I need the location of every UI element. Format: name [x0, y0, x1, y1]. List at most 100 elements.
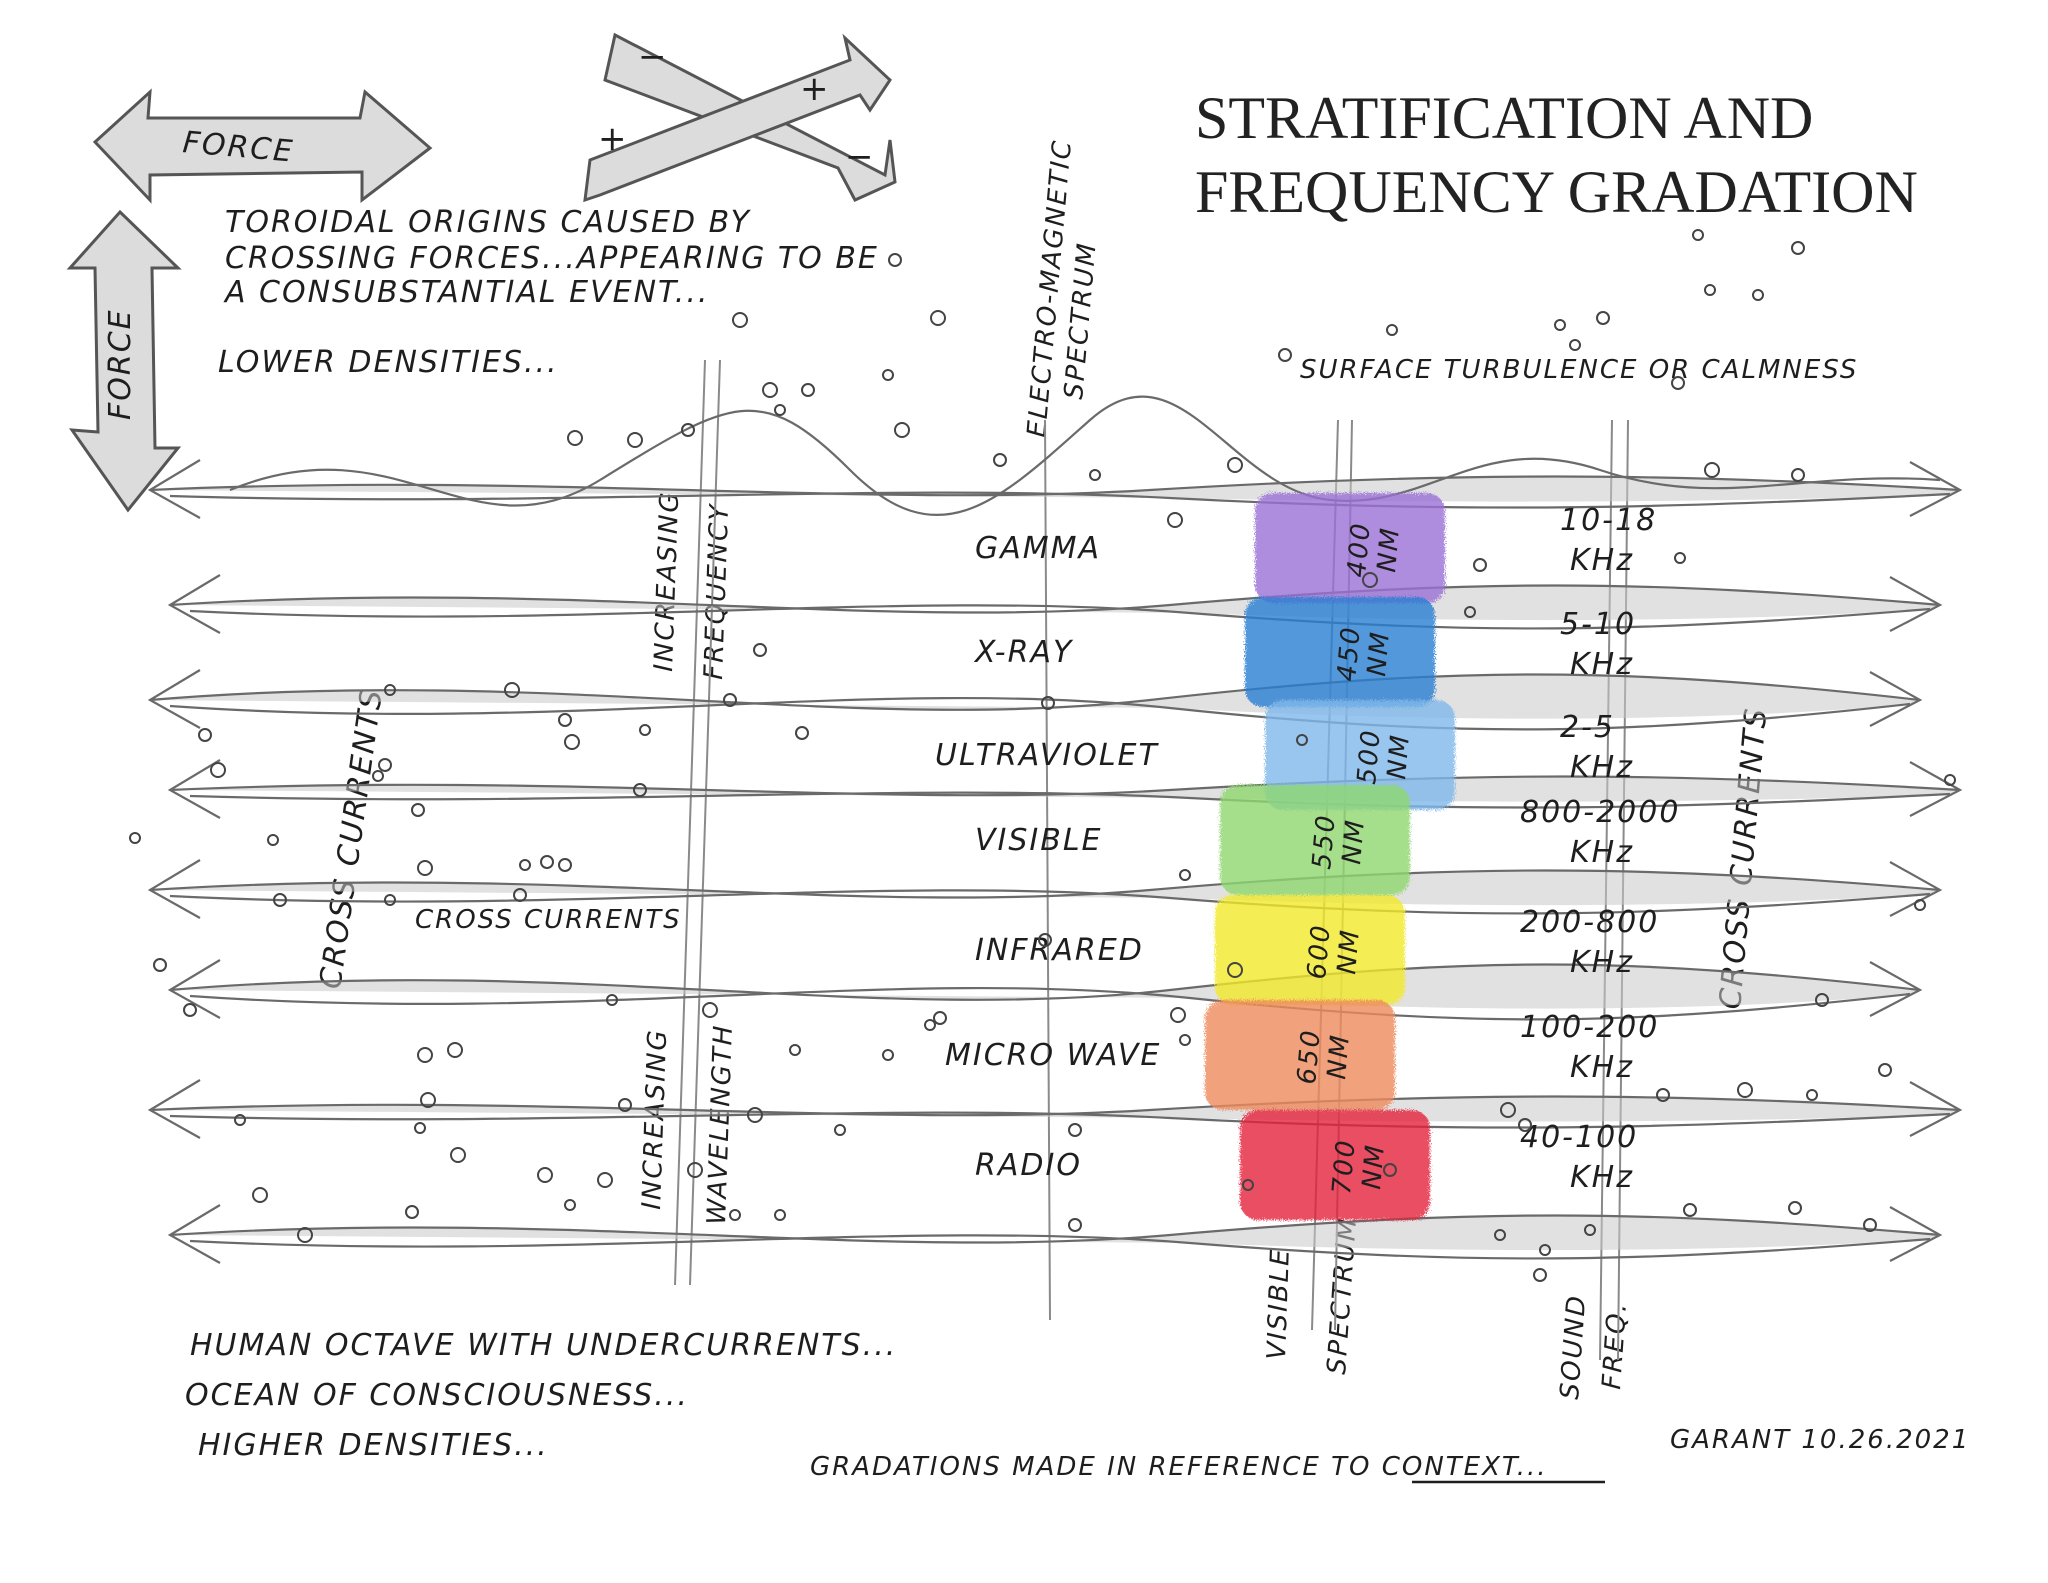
bubble: [1569, 339, 1581, 351]
polarity-minus-1: −: [638, 37, 669, 77]
bottom-note: HUMAN OCTAVE WITH UNDERCURRENTS... OCEAN…: [185, 1328, 895, 1463]
bubble: [564, 1199, 576, 1211]
title-line-2: FREQUENCY GRADATION: [1195, 159, 1918, 225]
bubble: [774, 404, 786, 416]
surface-wave: [229, 395, 1941, 516]
bubble: [1656, 1088, 1670, 1102]
signature: GARANT 10.26.2021: [1670, 1425, 1970, 1455]
bubble: [894, 422, 910, 438]
title-line-1: STRATIFICATION AND: [1195, 85, 1813, 151]
bubble: [198, 728, 212, 742]
bubble: [1791, 468, 1805, 482]
force-horizontal-arrow: FORCE: [92, 88, 433, 204]
layer-nm-unit: NM: [1362, 629, 1396, 677]
bubble: [1752, 289, 1764, 301]
band-arrowhead-right: [1889, 576, 1943, 632]
bubble: [567, 430, 583, 446]
bubble: [801, 383, 815, 397]
bubble: [1584, 1224, 1596, 1236]
bubble: [627, 432, 643, 448]
bubble: [1068, 1218, 1082, 1232]
layer-khz-range: 40-100: [1520, 1120, 1638, 1155]
bubble: [753, 643, 767, 657]
increasing-wavelength-line-1: INCREASING: [637, 1028, 673, 1210]
bubble: [1296, 734, 1308, 746]
bubble: [702, 1002, 718, 1018]
bubble: [795, 726, 809, 740]
bubble: [1383, 1163, 1397, 1177]
bubble: [1038, 933, 1052, 947]
bubble: [1068, 1123, 1082, 1137]
bubble: [1914, 899, 1926, 911]
layer-nm-unit: NM: [1332, 927, 1366, 975]
bubble: [882, 369, 894, 381]
bubble: [888, 253, 902, 267]
bubble: [606, 994, 618, 1006]
bubble: [183, 1003, 197, 1017]
layer-khz-unit: KHz: [1570, 647, 1634, 682]
band-line: [189, 1234, 1931, 1260]
swatch-x-ray: [1245, 597, 1435, 707]
band-arrowhead-right: [1909, 761, 1963, 817]
surface-turbulence-note: SURFACE TURBULENCE OR CALMNESS: [1300, 355, 1858, 385]
swatch-infrared: [1215, 895, 1405, 1005]
bubble: [618, 1098, 632, 1112]
toroidal-line-2: CROSSING FORCES...APPEARING TO BE: [225, 241, 879, 276]
bubble: [1815, 993, 1829, 1007]
band-arrowhead-left: [167, 1204, 221, 1264]
guide-line: [689, 359, 721, 1286]
band-shading: [170, 776, 1960, 802]
bubble: [834, 1124, 846, 1136]
layer-name: VISIBLE: [975, 823, 1103, 858]
band-line: [189, 791, 1951, 809]
toroidal-note: TOROIDAL ORIGINS CAUSED BY CROSSING FORC…: [223, 205, 879, 310]
bubble: [762, 382, 778, 398]
bubble: [1674, 552, 1686, 564]
band-line: [169, 1111, 1951, 1129]
toroidal-line-3: A CONSUBSTANTIAL EVENT...: [223, 275, 709, 310]
bubble: [273, 893, 287, 907]
bubble: [1167, 512, 1183, 528]
bottom-line-2: OCEAN OF CONSCIOUSNESS...: [185, 1378, 689, 1413]
bubble: [417, 860, 433, 876]
bubble: [1179, 869, 1191, 881]
band-arrowhead-right: [1889, 1206, 1943, 1262]
band-arrowhead-left: [167, 759, 221, 819]
band-arrowhead-left: [147, 459, 201, 519]
layer-khz-range: 100-200: [1520, 1010, 1659, 1045]
band-arrowhead-right: [1909, 1081, 1963, 1137]
layer-khz-unit: KHz: [1570, 945, 1634, 980]
band-line: [189, 986, 1911, 1021]
band-arrowhead-left: [147, 669, 201, 729]
layer-nm-value: 700: [1327, 1138, 1362, 1196]
layer-nm-unit: NM: [1322, 1032, 1356, 1080]
bubble: [774, 1209, 786, 1221]
bubble: [1170, 1007, 1186, 1023]
bubble: [723, 693, 737, 707]
polarity-plus-1: +: [800, 69, 831, 109]
band-arrowhead-right: [1869, 671, 1923, 727]
layer-nm-unit: NM: [1372, 525, 1406, 573]
visible-spectrum-line-1: VISIBLE: [1262, 1247, 1296, 1360]
layer-nm-value: 550: [1307, 813, 1342, 871]
bubble: [1494, 1229, 1506, 1241]
increasing-frequency-line-1: INCREASING: [649, 490, 685, 672]
layer-khz-unit: KHz: [1570, 1160, 1634, 1195]
bubble: [1500, 1102, 1516, 1118]
layer-nm-value: 650: [1292, 1028, 1327, 1086]
bubble: [1473, 558, 1487, 572]
swatch-gamma: [1255, 493, 1445, 603]
bubble: [732, 312, 748, 328]
bubble: [405, 1205, 419, 1219]
bubble: [252, 1187, 268, 1203]
swatch-micro-wave: [1205, 1000, 1395, 1110]
bubble: [1692, 229, 1704, 241]
bubble: [1683, 1203, 1697, 1217]
bubble: [882, 1049, 894, 1061]
band-line: [169, 1214, 1941, 1244]
layer-khz-range: 2-5: [1560, 710, 1615, 745]
band-arrowhead-left: [147, 1079, 201, 1139]
bubble: [1788, 1201, 1802, 1215]
